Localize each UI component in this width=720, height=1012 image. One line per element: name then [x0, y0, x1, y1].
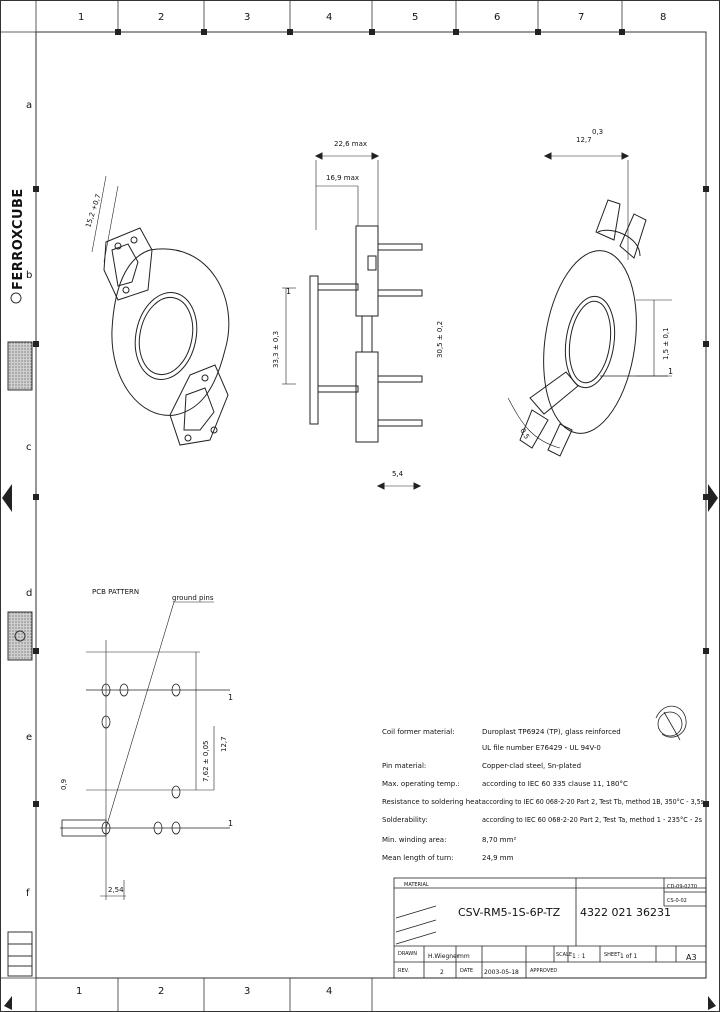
pcb-hole-dim: 0,9: [60, 779, 68, 790]
tb-size: A3: [686, 953, 697, 962]
brand-logo-text: FERROXCUBE: [11, 188, 26, 290]
col-label-4: 4: [326, 12, 332, 23]
coil-former-iso-view-right: [507, 152, 672, 457]
col-label-2: 2: [158, 12, 164, 23]
revision-box: [7, 931, 33, 977]
row-label-d: d: [26, 588, 32, 599]
col-label-5: 5: [412, 12, 418, 23]
col-label-3: 3: [244, 12, 250, 23]
spec-label-2: Pin material:: [382, 762, 426, 770]
centering-arrow-left-icon: [2, 484, 12, 512]
dim-left-angle: 15,2 +0,7: [84, 193, 102, 229]
tb-meas-unit: mm: [458, 953, 470, 960]
tb-status-label: APPROVED: [530, 968, 557, 974]
brand-logo-icon: [10, 292, 22, 304]
col-label-bottom-1: 1: [76, 986, 82, 997]
col-label-bottom-3: 3: [244, 986, 250, 997]
dim-center-left: 33,3 ± 0,3: [272, 331, 280, 368]
pcb-pattern: [60, 601, 230, 900]
tb-scale-value: 1 : 1: [572, 953, 586, 960]
marker-1-center: 1: [286, 287, 291, 296]
dim-body-width: 16,9 max: [326, 174, 359, 182]
spec-value-0: Duroplast TP6924 (TP), glass reinforced: [482, 728, 621, 736]
col-label-8: 8: [660, 12, 666, 23]
tb-sheet-label: SHEET: [604, 952, 621, 958]
spec-label-6: Min. winding area:: [382, 836, 446, 844]
spec-value-7: 24,9 mm: [482, 854, 514, 862]
pcb-vert-dim-b: 12,7: [220, 736, 228, 752]
spec-value-6: 8,70 mm²: [482, 836, 516, 844]
spec-label-4: Resistance to soldering heat:: [382, 798, 484, 806]
spec-label-5: Solderability:: [382, 816, 428, 824]
tb-rev-label: REV.: [398, 968, 409, 974]
col-label-bottom-2: 2: [158, 986, 164, 997]
tb-date-value: 2003-05-18: [484, 969, 519, 976]
tb-material-label: MATERIAL: [404, 882, 429, 888]
spec-value-2: Copper-clad steel, Sn-plated: [482, 762, 581, 770]
row-label-b: b: [26, 270, 32, 281]
centering-arrow-bottom-right-icon: [708, 996, 716, 1010]
pcb-pattern-title: PCB PATTERN: [92, 588, 139, 596]
hatched-block-bottom: [7, 611, 33, 661]
row-label-f: f: [26, 888, 30, 899]
marker-1-right: 1: [668, 367, 673, 376]
spec-value-1: UL file number E76429 - UL 94V-0: [482, 744, 601, 752]
coil-former-side-view: [282, 152, 423, 490]
tb-scale-label: SCALE: [556, 952, 572, 958]
dim-top-right-tol: 0,3: [592, 128, 603, 136]
centering-arrow-right-icon: [708, 484, 718, 512]
tb-date-label: DATE: [460, 968, 473, 974]
pcb-marker-j: 1: [228, 693, 233, 702]
hatched-block-top: [7, 341, 33, 391]
dim-pin-len: 5,4: [392, 470, 404, 478]
centering-arrow-bottom-left-icon: [4, 996, 12, 1010]
spec-value-5: according to IEC 60 068-2-20 Part 2, Tes…: [482, 816, 702, 824]
dim-center-mid: 30,5 ± 0,2: [436, 321, 444, 358]
title-block: [393, 877, 707, 979]
tb-part-number: 4322 021 36231: [580, 906, 671, 919]
inner-frame: [35, 31, 707, 979]
spec-label-3: Max. operating temp.:: [382, 780, 460, 788]
spec-value-4: according to IEC 60 068-2-20 Part 2, Tes…: [482, 798, 704, 806]
approval-stamp-icon: [655, 705, 687, 741]
pcb-vert-dim-a: 7,62 ± 0,05: [202, 741, 210, 783]
row-label-a: a: [26, 100, 32, 111]
tb-code-b: CS-0-02: [667, 898, 687, 904]
dim-overall-width: 22,6 max: [334, 140, 367, 148]
column-dividers-bottom: [117, 978, 373, 1012]
col-label-7: 7: [578, 12, 584, 23]
spec-value-3: according to IEC 60 335 clause 11, 180°C: [482, 780, 628, 788]
tb-drawn-label: DRAWN: [398, 951, 417, 957]
row-label-c: c: [26, 442, 32, 453]
specs-table: Coil former material: Duroplast TP6924 (…: [382, 728, 704, 862]
dim-right-height: 1,5 ± 0,1: [662, 327, 670, 360]
row-label-e: e: [26, 732, 32, 743]
spec-label-0: Coil former material:: [382, 728, 455, 736]
col-label-1: 1: [78, 12, 84, 23]
dim-top-right: 12,7: [576, 136, 592, 144]
pcb-pitch-label: 2,54: [108, 886, 124, 894]
tb-rev-value: 2: [440, 969, 444, 976]
tb-part-name: CSV-RM5-1S-6P-TZ: [458, 906, 561, 919]
pcb-marker-1: 1: [228, 819, 233, 828]
col-label-bottom-4: 4: [326, 986, 332, 997]
tb-sheet-value: 1 of 1: [620, 953, 637, 960]
tb-drawn-value: H.Wiegner: [428, 953, 460, 960]
col-label-6: 6: [494, 12, 500, 23]
coil-former-iso-view-left: [91, 175, 230, 446]
tb-code-a: CD-09-0270: [667, 884, 697, 890]
spec-label-7: Mean length of turn:: [382, 854, 454, 862]
column-dividers-top: [117, 0, 623, 32]
pcb-ground-label: ground pins: [172, 594, 214, 602]
